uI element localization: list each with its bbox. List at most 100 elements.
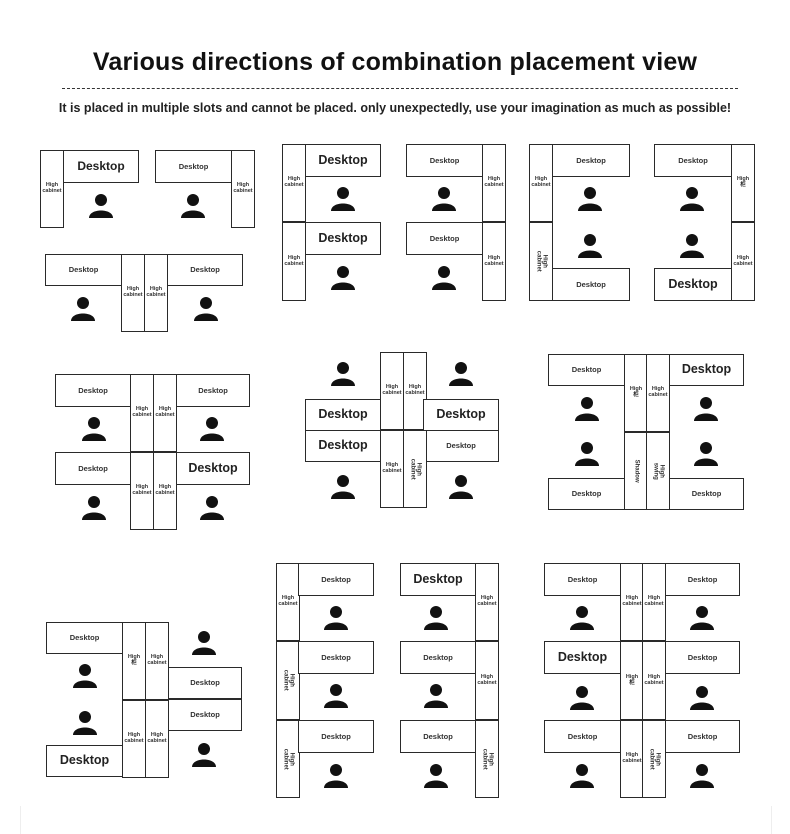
desktop-block: Desktop	[168, 667, 242, 699]
high-cabinet-block: High cabinet	[482, 144, 506, 222]
person-silhouette-icon	[574, 440, 600, 466]
desktop-block: Desktop	[63, 150, 139, 183]
cabinet-label: Shadow	[633, 459, 640, 483]
page-subtitle: It is placed in multiple slots and canno…	[58, 101, 732, 115]
desktop-block: Desktop	[548, 478, 625, 510]
desktop-label: Desktop	[687, 652, 718, 662]
desktop-label: Desktop	[198, 385, 228, 395]
high-cabinet-block: High cabinet	[620, 720, 644, 798]
desktop-block: Desktop	[400, 641, 476, 674]
cabinet-label: High cabinet	[733, 254, 753, 267]
desktop-label: Desktop	[691, 489, 722, 499]
cabinet-label: High cabinet	[622, 752, 642, 764]
high-cabinet-block: High cabinet	[380, 352, 404, 430]
cabinet-label: High 柜	[629, 386, 643, 398]
cabinet-label: High cabinet	[382, 462, 402, 474]
person-silhouette-icon	[180, 192, 206, 218]
person-silhouette-icon	[81, 415, 107, 441]
desktop-block: Desktop	[46, 745, 123, 777]
cabinet-label: High cabinet	[648, 386, 668, 398]
person-silhouette-icon	[448, 473, 474, 499]
desktop-label: Desktop	[321, 731, 351, 741]
high-cabinet-block: High cabinet	[130, 452, 154, 530]
desktop-label: Desktop	[413, 571, 463, 586]
desktop-block: Desktop	[298, 563, 374, 596]
cabinet-label: High swing	[652, 462, 665, 480]
person-silhouette-icon	[193, 295, 219, 321]
desktop-label: Desktop	[423, 731, 453, 741]
high-cabinet-block: High cabinet	[620, 563, 644, 641]
desktop-label: Desktop	[571, 489, 602, 499]
desktop-label: Desktop	[321, 574, 351, 584]
cabinet-label: High cabinet	[409, 458, 422, 480]
desktop-block: Desktop	[305, 430, 381, 462]
desktop-label: Desktop	[576, 279, 606, 289]
cabinet-label: High cabinet	[146, 286, 166, 298]
high-cabinet-block: High cabinet	[475, 641, 499, 720]
desktop-label: Desktop	[78, 385, 108, 395]
desktop-label: Desktop	[429, 233, 460, 243]
person-silhouette-icon	[689, 762, 715, 788]
cabinet-label: High 柜	[736, 176, 750, 188]
high-cabinet-block: High cabinet	[642, 563, 666, 641]
person-silhouette-icon	[574, 395, 600, 421]
person-silhouette-icon	[88, 192, 114, 218]
desktop-label: Desktop	[78, 463, 108, 473]
desktop-block: Desktop	[544, 563, 621, 596]
person-silhouette-icon	[199, 415, 225, 441]
person-silhouette-icon	[323, 604, 349, 630]
desktop-label: Desktop	[178, 161, 209, 171]
desktop-block: Desktop	[400, 563, 476, 596]
high-cabinet-block: High cabinet	[153, 452, 177, 530]
person-silhouette-icon	[577, 232, 603, 258]
person-silhouette-icon	[72, 662, 98, 688]
desktop-label: Desktop	[576, 155, 606, 165]
desktop-label: Desktop	[69, 633, 100, 643]
person-silhouette-icon	[679, 185, 705, 211]
desktop-label: Desktop	[190, 265, 220, 275]
desktop-label: Desktop	[668, 276, 718, 291]
cabinet-label: High cabinet	[132, 484, 152, 496]
high-cabinet-block: High cabinet	[642, 641, 666, 720]
desktop-block: Desktop	[665, 563, 740, 596]
desktop-label: Desktop	[687, 731, 718, 741]
person-silhouette-icon	[423, 762, 449, 788]
desktop-label: Desktop	[678, 155, 708, 165]
high-cabinet-block: High cabinet	[122, 700, 146, 778]
cabinet-label: High cabinet	[648, 748, 661, 770]
desktop-label: Desktop	[436, 407, 486, 422]
cabinet-label: High cabinet	[644, 673, 664, 686]
desktop-block: Desktop	[544, 641, 621, 674]
high-cabinet-block: High cabinet	[276, 641, 300, 720]
cabinet-label: High cabinet	[123, 286, 143, 298]
person-silhouette-icon	[72, 709, 98, 735]
person-silhouette-icon	[330, 264, 356, 290]
cabinet-label: High cabinet	[382, 384, 402, 396]
cabinet-label: High cabinet	[284, 254, 304, 267]
desktop-label: Desktop	[190, 678, 220, 688]
desktop-label: Desktop	[687, 574, 718, 584]
high-cabinet-block: High cabinet	[282, 144, 306, 222]
desktop-block: Desktop	[654, 144, 732, 177]
desktop-block: Desktop	[665, 641, 740, 674]
desktop-label: Desktop	[188, 460, 238, 475]
person-silhouette-icon	[679, 232, 705, 258]
cabinet-label: High cabinet	[282, 669, 295, 691]
cabinet-label: High cabinet	[132, 406, 152, 418]
desktop-block: Desktop	[654, 268, 732, 301]
desktop-block: Desktop	[423, 430, 499, 462]
high-cabinet-block: High cabinet	[144, 254, 168, 332]
person-silhouette-icon	[569, 604, 595, 630]
desktop-block: Desktop	[168, 699, 242, 731]
cabinet-label: High cabinet	[477, 673, 497, 686]
desktop-label: Desktop	[423, 652, 453, 662]
person-silhouette-icon	[323, 682, 349, 708]
desktop-block: Desktop	[45, 254, 122, 286]
high-cabinet-block: High cabinet	[121, 254, 145, 332]
desktop-block: Desktop	[298, 641, 374, 674]
person-silhouette-icon	[199, 494, 225, 520]
desktop-label: Desktop	[681, 362, 732, 377]
high-cabinet-block: Shadow	[624, 432, 648, 510]
cabinet-label: High cabinet	[644, 595, 664, 607]
high-cabinet-block: High cabinet	[403, 430, 427, 508]
